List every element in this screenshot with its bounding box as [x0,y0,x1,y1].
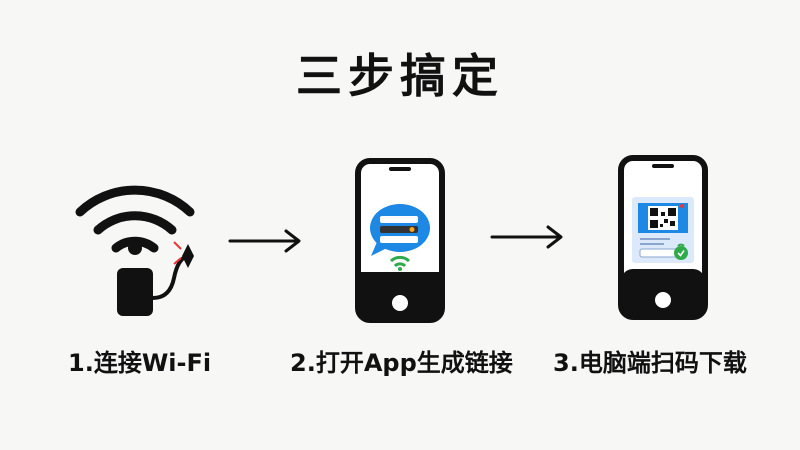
wifi-router-icon [75,185,195,316]
phone-qr-code-icon [618,155,708,320]
step-3-label: 3.电脑端扫码下载 [553,349,747,377]
arrow-right-icon [490,225,563,249]
page-title: 三步搞定 [296,49,504,103]
arrow-right-icon [228,229,301,253]
step-1-label: 1.连接Wi-Fi [68,349,212,377]
phone-app-chat-icon [355,158,445,323]
step-2-label: 2.打开App生成链接 [290,349,513,377]
